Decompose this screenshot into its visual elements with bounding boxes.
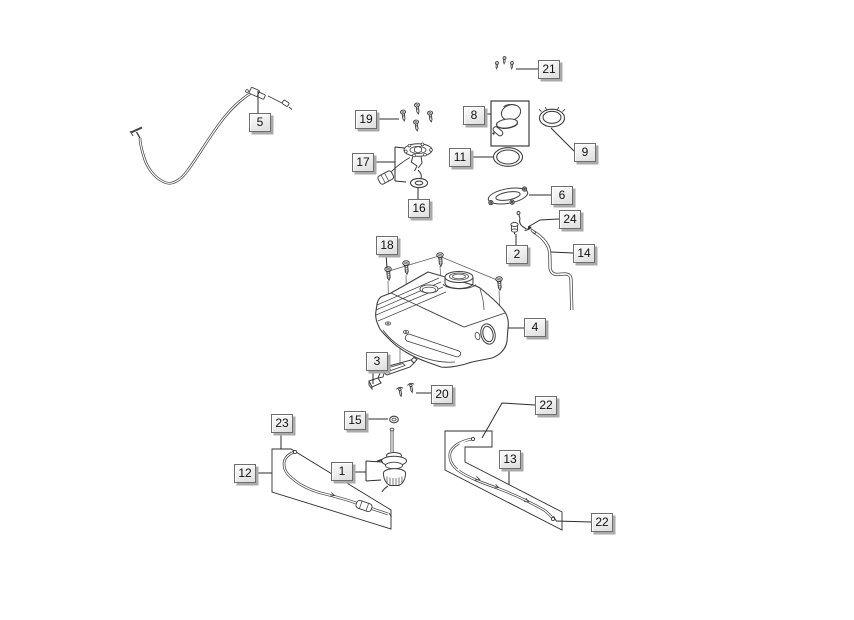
leader-line-17-2 bbox=[394, 146, 405, 149]
leader-line-22b bbox=[555, 520, 592, 523]
callout-12[interactable]: 12 bbox=[234, 464, 256, 483]
part-fuel-cap bbox=[490, 100, 530, 147]
part-filler-flange bbox=[487, 186, 529, 206]
part-clip bbox=[516, 211, 532, 231]
callout-13[interactable]: 13 bbox=[499, 450, 521, 469]
callout-17[interactable]: 17 bbox=[352, 153, 374, 172]
callout-23[interactable]: 23 bbox=[271, 414, 293, 433]
part-clamp-22-bottom bbox=[550, 516, 556, 522]
callout-20[interactable]: 20 bbox=[431, 385, 453, 404]
hose-12-outline bbox=[271, 448, 392, 530]
callout-24[interactable]: 24 bbox=[559, 210, 581, 229]
hose-13-outline bbox=[444, 430, 563, 531]
callout-14[interactable]: 14 bbox=[573, 244, 595, 263]
callout-19[interactable]: 19 bbox=[355, 110, 377, 129]
fuel-cap-frame bbox=[490, 100, 530, 147]
callout-8[interactable]: 8 bbox=[463, 106, 485, 125]
callout-15[interactable]: 15 bbox=[344, 411, 366, 430]
leader-line-24 bbox=[527, 218, 560, 228]
leader-line-22a bbox=[481, 402, 536, 439]
part-fuel-valve bbox=[376, 427, 407, 493]
callout-5[interactable]: 5 bbox=[249, 113, 271, 132]
leader-line-17-3 bbox=[394, 180, 407, 183]
leader-line-18 bbox=[385, 253, 388, 269]
callout-22a[interactable]: 22 bbox=[535, 396, 557, 415]
part-fuel-tank bbox=[375, 251, 509, 368]
callout-6[interactable]: 6 bbox=[551, 186, 573, 205]
callout-1[interactable]: 1 bbox=[331, 462, 353, 481]
part-fuel-sender bbox=[377, 142, 433, 189]
part-float-ring bbox=[409, 177, 429, 189]
callout-22b[interactable]: 22 bbox=[591, 513, 613, 532]
part-valve-small bbox=[510, 222, 519, 235]
leader-line-1-2 bbox=[365, 460, 384, 463]
part-bracket bbox=[368, 356, 418, 398]
callout-21[interactable]: 21 bbox=[538, 60, 560, 79]
leader-arrowhead-24 bbox=[527, 225, 532, 230]
part-oring bbox=[389, 415, 399, 424]
leader-line-14 bbox=[550, 251, 574, 254]
callout-16[interactable]: 16 bbox=[408, 199, 430, 218]
part-cable bbox=[129, 87, 293, 185]
callout-11[interactable]: 11 bbox=[449, 148, 471, 167]
callout-9[interactable]: 9 bbox=[574, 143, 596, 162]
part-clamp-22-top bbox=[470, 436, 476, 442]
callout-4[interactable]: 4 bbox=[524, 318, 546, 337]
callout-3[interactable]: 3 bbox=[366, 352, 388, 371]
callout-18[interactable]: 18 bbox=[376, 236, 398, 255]
callout-2[interactable]: 2 bbox=[506, 245, 528, 264]
leader-line-1-3 bbox=[365, 479, 382, 482]
part-hose-12 bbox=[271, 448, 392, 530]
leader-lines bbox=[254, 68, 592, 523]
part-breather-hose bbox=[530, 229, 574, 311]
part-clamp-23 bbox=[292, 449, 298, 455]
part-hose-13 bbox=[444, 430, 563, 531]
part-gasket bbox=[492, 147, 524, 167]
leader-line-9 bbox=[550, 127, 575, 152]
part-lock-ring bbox=[538, 106, 566, 128]
